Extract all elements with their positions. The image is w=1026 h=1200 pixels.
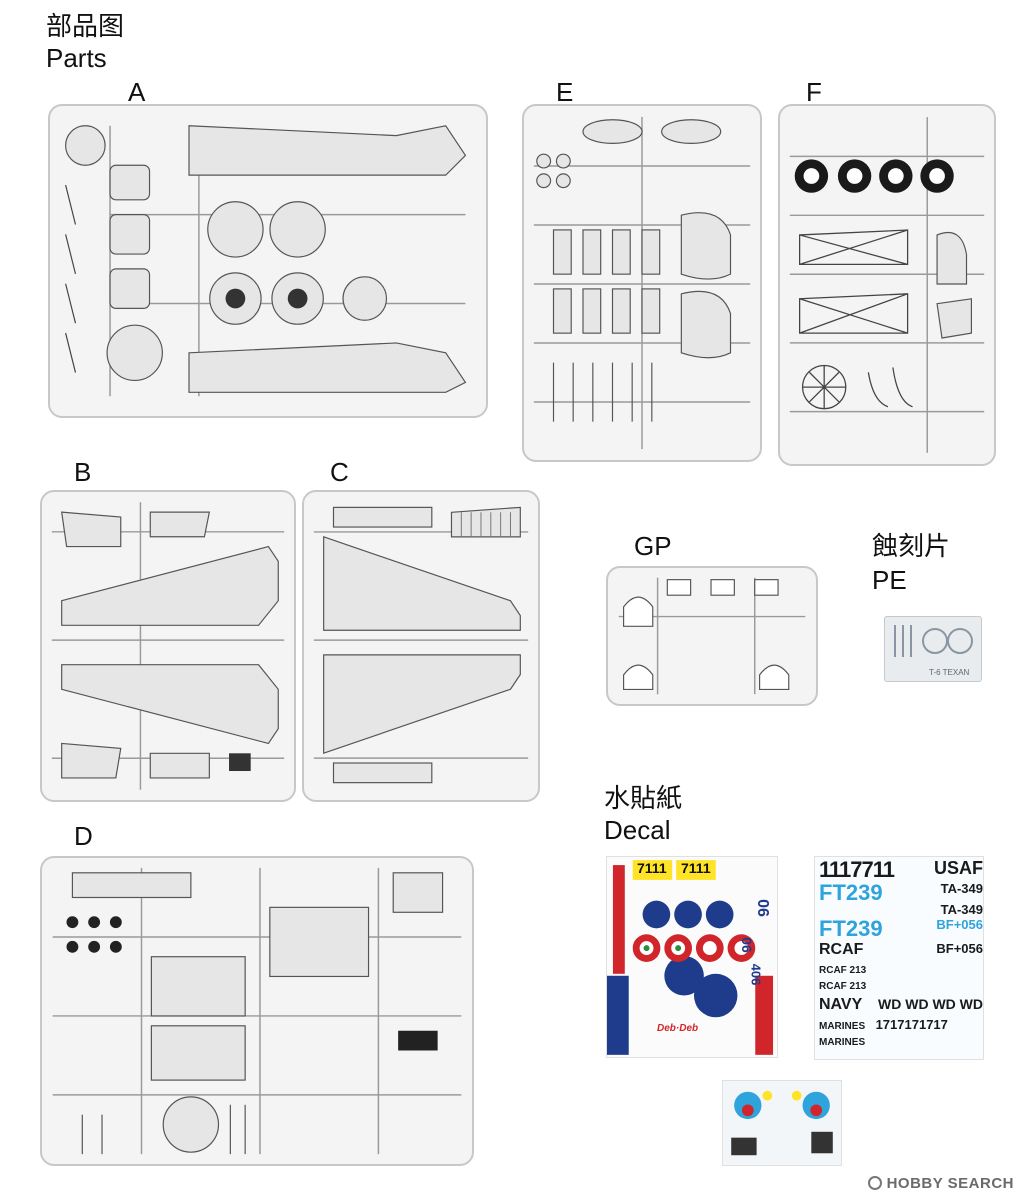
decal-sheet-3-markings (731, 1090, 833, 1156)
sprue-label-a: A (128, 77, 146, 107)
sprue-f (778, 104, 996, 466)
decal-line-14: MARINES (819, 1021, 866, 1032)
decal-line-15: 1717171717 (875, 1017, 948, 1032)
decal-line-5: TA-349 (940, 902, 983, 917)
photo-etch-text: T-6 TEXAN (929, 668, 970, 677)
sprue-b (40, 490, 296, 802)
sprue-c-parts (313, 506, 529, 784)
decal-number-3: 06 (753, 899, 771, 917)
sprue-e-parts (533, 116, 751, 450)
decal-line-9: BF+056 (936, 941, 983, 956)
sprue-e (522, 104, 762, 462)
decal-label-en: Decal (604, 815, 671, 845)
decal-line-11: RCAF 213 (819, 981, 867, 992)
decal-number-5: 406 (748, 963, 764, 986)
photo-etch-sheet: T-6 TEXAN (884, 616, 982, 682)
sprue-d-parts (52, 867, 462, 1155)
decal-line-16: MARINES (819, 1037, 866, 1048)
sprue-a (48, 104, 488, 418)
decal-number-2: 7111 (681, 860, 711, 876)
sprue-b-parts (51, 502, 285, 790)
decal-label-zh: 水貼紙 (604, 783, 683, 813)
decal-line-3: FT239 (819, 880, 883, 905)
sprue-f-parts (789, 117, 985, 453)
decal-line-6: FT239 (819, 916, 883, 941)
sprue-label-b: B (74, 457, 92, 487)
title-zh: 部品图 (46, 11, 125, 41)
decal-sheet-1: 7111 7111 06 06 406 Deb·Deb (606, 856, 778, 1058)
decal-line-7: BF+056 (936, 917, 983, 932)
pe-label-en: PE (872, 565, 907, 595)
decal-number-1: 7111 (637, 860, 667, 876)
photo-etch-parts (894, 625, 973, 657)
sprue-label-e: E (556, 77, 574, 107)
decal-line-13: WD WD WD WD (878, 996, 983, 1012)
decal-line-1: 1117711 (819, 857, 895, 882)
logo-icon (867, 1176, 882, 1190)
pe-label-zh: 蝕刻片 (872, 531, 951, 561)
sprue-a-parts (65, 125, 467, 397)
decal-line-4: TA-349 (940, 881, 983, 896)
decal-sheet-3 (722, 1080, 842, 1166)
sprue-label-c: C (330, 457, 349, 487)
decal-line-12: NAVY (819, 996, 863, 1013)
sprue-label-d: D (74, 821, 93, 851)
watermark-text: HOBBY SEARCH (886, 1175, 1014, 1192)
decal-sheet-1-markings (607, 860, 774, 1055)
title-en: Parts (46, 43, 107, 73)
decal-line-2: USAF (934, 858, 983, 878)
sprue-d (40, 856, 474, 1166)
decal-line-10: RCAF 213 (819, 965, 867, 976)
decal-sheet-2: 1117711 USAF FT239 TA-349 TA-349 FT239 B… (814, 856, 984, 1060)
decal-nose-art: Deb·Deb (657, 1023, 699, 1034)
sprue-gp-parts (618, 577, 806, 695)
watermark: HOBBY SEARCH (867, 1175, 1014, 1192)
sprue-label-f: F (806, 77, 822, 107)
sprue-label-gp: GP (634, 531, 672, 561)
decal-number-4: 06 (738, 937, 755, 953)
decal-line-8: RCAF (819, 941, 864, 958)
sprue-c (302, 490, 540, 802)
sprue-gp (606, 566, 818, 706)
